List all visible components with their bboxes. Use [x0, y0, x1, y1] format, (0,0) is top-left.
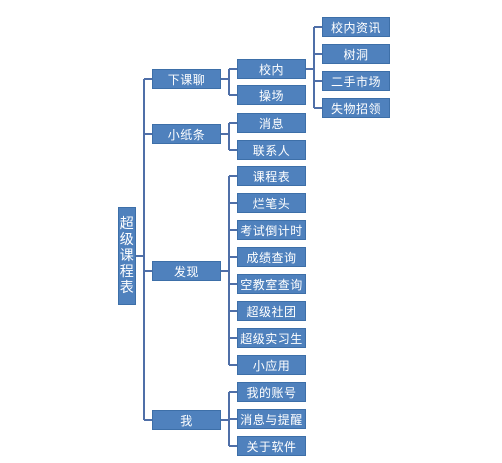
root-node: 超级课程表: [118, 207, 136, 305]
leaf-node-lost-found: 失物招领: [322, 98, 390, 118]
leaf-node-super-intern: 超级实习生: [237, 328, 306, 348]
leaf-node-notifications: 消息与提醒: [237, 409, 306, 429]
branch-node-notes: 小纸条: [152, 124, 221, 144]
leaf-node-super-club: 超级社团: [237, 301, 306, 321]
leaf-node-mini-apps: 小应用: [237, 355, 306, 375]
branch-node-me: 我: [152, 410, 221, 430]
branch-node-discover: 发现: [152, 261, 221, 281]
leaf-node-notebook: 烂笔头: [237, 193, 306, 213]
leaf-node-empty-classroom: 空教室查询: [237, 274, 306, 294]
branch-node-chat: 下课聊: [152, 69, 221, 89]
leaf-node-second-hand: 二手市场: [322, 71, 390, 91]
leaf-node-campus-news: 校内资讯: [322, 17, 390, 37]
leaf-node-my-account: 我的账号: [237, 382, 306, 402]
leaf-node-contacts: 联系人: [237, 140, 306, 160]
leaf-node-playground: 操场: [237, 85, 306, 105]
leaf-node-messages: 消息: [237, 113, 306, 133]
leaf-node-tree-hole: 树洞: [322, 44, 390, 64]
leaf-node-campus: 校内: [237, 59, 306, 79]
leaf-node-about: 关于软件: [237, 436, 306, 456]
leaf-node-timetable: 课程表: [237, 166, 306, 186]
leaf-node-exam-countdown: 考试倒计时: [237, 220, 306, 240]
leaf-node-grade-query: 成绩查询: [237, 247, 306, 267]
